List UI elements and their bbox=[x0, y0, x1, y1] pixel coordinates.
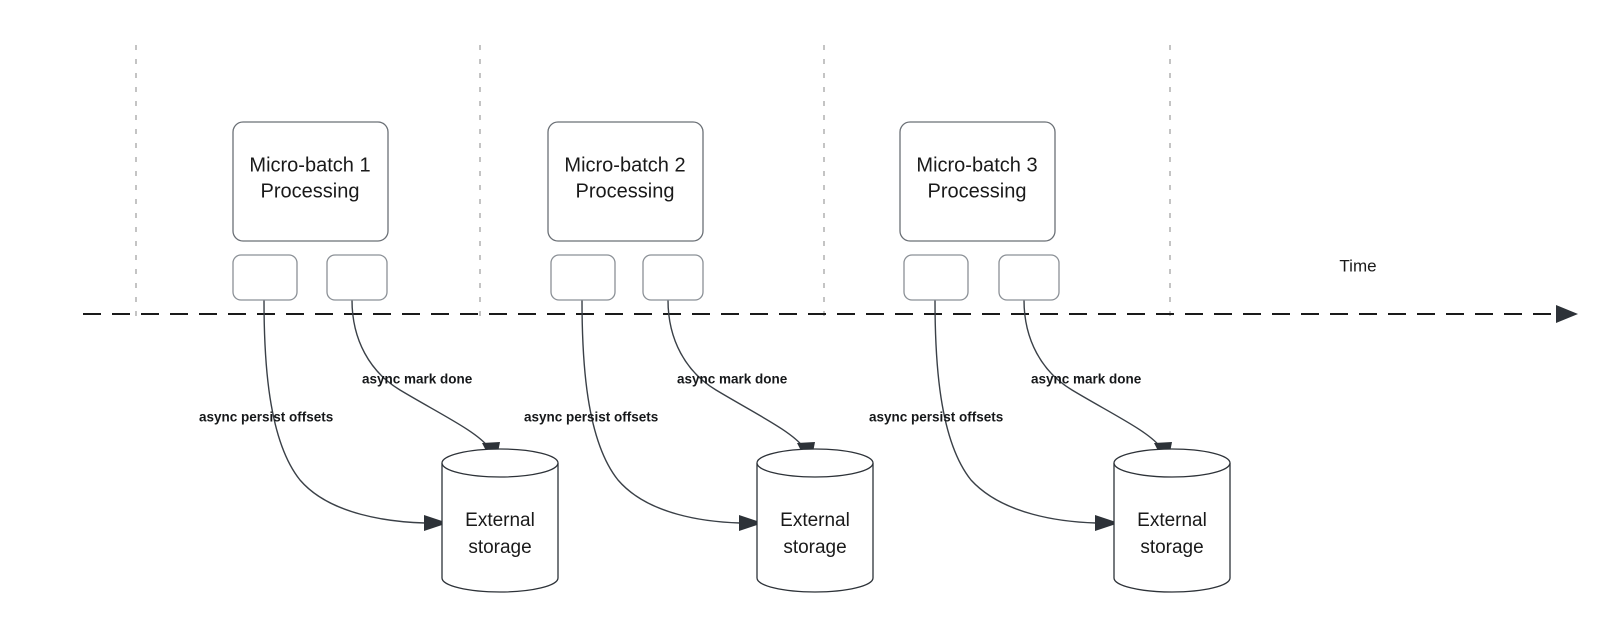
edge-label-mark-done-3: async mark done bbox=[1031, 372, 1142, 387]
group-1: Micro-batch 1 Processing External storag… bbox=[199, 121, 559, 593]
external-storage-label-2-line1: External bbox=[780, 510, 850, 531]
external-storage-label-1-line1: External bbox=[465, 510, 535, 531]
task-box-3a[interactable] bbox=[903, 254, 969, 301]
group-2: Micro-batch 2 Processing External storag… bbox=[524, 121, 874, 593]
micro-batch-label-2-line2: Processing bbox=[576, 180, 675, 202]
micro-batch-label-2-line1: Micro-batch 2 bbox=[564, 154, 685, 176]
mark-done-curve-3 bbox=[1023, 299, 1162, 449]
external-storage-top-2 bbox=[756, 448, 874, 478]
micro-batch-label-1-line2: Processing bbox=[261, 180, 360, 202]
persist-offsets-curve-3 bbox=[934, 299, 1097, 524]
task-box-1b[interactable] bbox=[326, 254, 388, 301]
mark-done-curve-2 bbox=[667, 299, 805, 449]
external-storage-label-3-line2: storage bbox=[1140, 537, 1203, 558]
persist-offsets-arrowhead-1 bbox=[424, 515, 448, 531]
task-box-3b[interactable] bbox=[998, 254, 1060, 301]
micro-batch-label-3-line1: Micro-batch 3 bbox=[916, 154, 1037, 176]
external-storage-body-1 bbox=[441, 463, 559, 593]
external-storage-3[interactable]: External storage bbox=[1113, 448, 1231, 593]
external-storage-2[interactable]: External storage bbox=[756, 448, 874, 593]
micro-batch-box-3[interactable] bbox=[899, 121, 1056, 242]
micro-batch-label-3-line2: Processing bbox=[928, 180, 1027, 202]
external-storage-label-1-line2: storage bbox=[468, 537, 531, 558]
micro-batch-label-1-line1: Micro-batch 1 bbox=[249, 154, 370, 176]
persist-offsets-arrowhead-3 bbox=[1095, 515, 1119, 531]
external-storage-1[interactable]: External storage bbox=[441, 448, 559, 593]
edge-label-persist-offsets-2: async persist offsets bbox=[524, 410, 658, 425]
micro-batch-box-2[interactable] bbox=[547, 121, 704, 242]
external-storage-label-2-line2: storage bbox=[783, 537, 846, 558]
group-3: Micro-batch 3 Processing External storag… bbox=[869, 121, 1231, 593]
external-storage-top-3 bbox=[1113, 448, 1231, 478]
timeline-axis: Time bbox=[83, 256, 1578, 323]
task-box-1a[interactable] bbox=[232, 254, 298, 301]
timeline-axis-label: Time bbox=[1339, 256, 1376, 275]
persist-offsets-curve-1 bbox=[263, 299, 426, 524]
micro-batch-box-1[interactable] bbox=[232, 121, 389, 242]
edge-label-persist-offsets-1: async persist offsets bbox=[199, 410, 333, 425]
external-storage-top-1 bbox=[441, 448, 559, 478]
persist-offsets-arrowhead-2 bbox=[739, 515, 763, 531]
external-storage-label-3-line1: External bbox=[1137, 510, 1207, 531]
task-box-2b[interactable] bbox=[642, 254, 704, 301]
mark-done-curve-1 bbox=[351, 299, 490, 449]
batch-boundary-ticks bbox=[135, 45, 1171, 317]
edge-label-persist-offsets-3: async persist offsets bbox=[869, 410, 1003, 425]
external-storage-body-2 bbox=[756, 463, 874, 593]
timeline-arrowhead bbox=[1556, 305, 1578, 323]
edge-label-mark-done-2: async mark done bbox=[677, 372, 788, 387]
task-box-2a[interactable] bbox=[550, 254, 616, 301]
persist-offsets-curve-2 bbox=[581, 299, 741, 524]
edge-label-mark-done-1: async mark done bbox=[362, 372, 473, 387]
external-storage-body-3 bbox=[1113, 463, 1231, 593]
